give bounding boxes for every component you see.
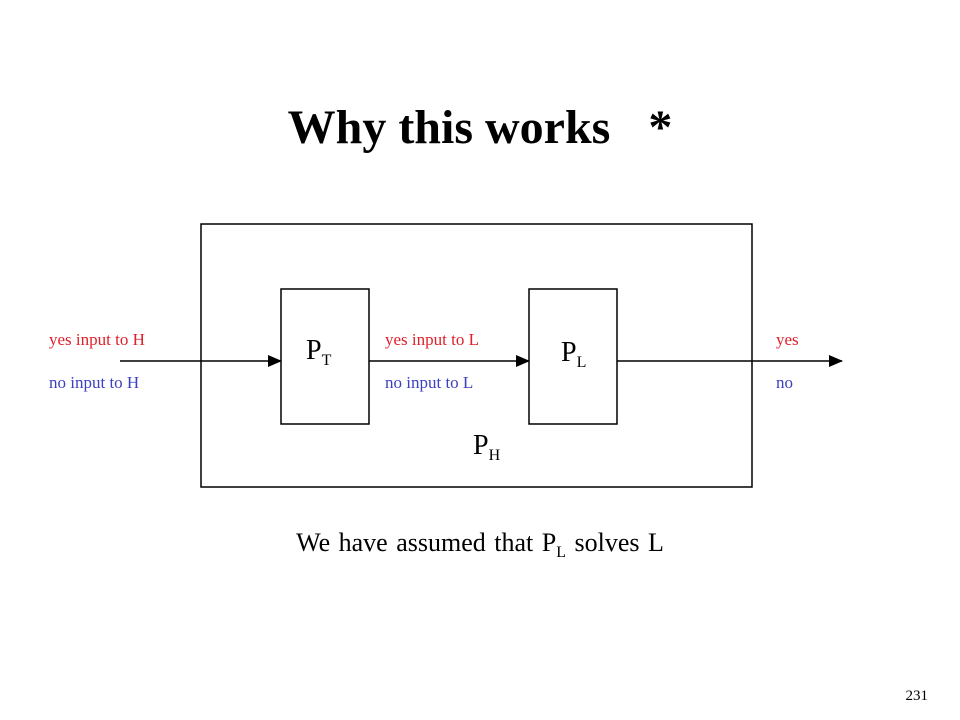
input-yes-label: yes input to H — [49, 330, 145, 349]
outer-box-label: PH — [473, 430, 500, 465]
outer-box-label-main: P — [473, 430, 489, 461]
caption-text-before: We have assumed that P — [296, 528, 557, 557]
caption-text-after: solves L — [565, 528, 664, 557]
box-pl-label: PL — [561, 337, 586, 372]
caption: We have assumed that PL solves L — [0, 528, 960, 562]
box-pt-label-sub: T — [321, 352, 332, 369]
box-pt-label-main: P — [306, 335, 322, 366]
page-number: 231 — [905, 688, 929, 704]
box-pl-label-sub: L — [576, 354, 587, 371]
output-yes-label: yes — [776, 330, 799, 349]
input-no-label: no input to H — [49, 373, 140, 392]
title-asterisk: * — [648, 101, 673, 154]
box-pl-label-main: P — [561, 337, 577, 368]
output-no-label: no — [776, 373, 793, 392]
middle-no-label: no input to L — [385, 373, 474, 392]
middle-yes-label: yes input to L — [385, 330, 479, 349]
outer-box-label-sub: H — [488, 447, 501, 464]
title-text: Why this works — [287, 101, 611, 154]
caption-subscript: L — [556, 544, 566, 561]
box-pt-label: PT — [306, 335, 331, 370]
outer-box-ph — [200, 223, 753, 488]
slide-title: Why this works * — [0, 100, 960, 155]
